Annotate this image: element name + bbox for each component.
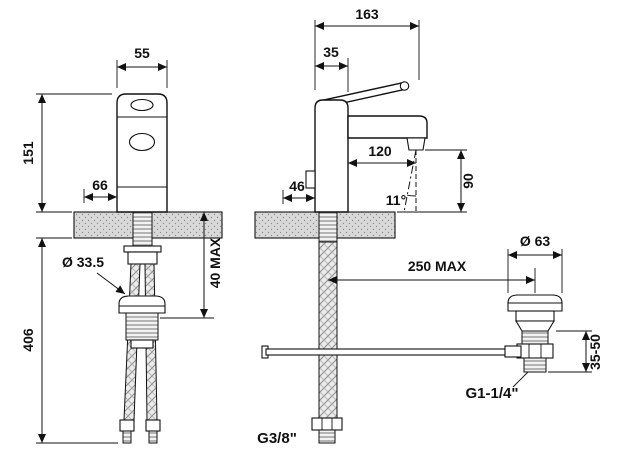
faucet-body-side [305,81,428,213]
waste-taper [515,320,555,332]
dimension-90: 90 [397,149,476,213]
dimension-120: 120 [348,143,416,167]
water-stream: 11° [386,149,417,213]
waste-cap-front [130,339,154,349]
waste-body-front [125,312,159,341]
dimension-40-max: 40 MAX [160,212,223,319]
lever-tip [399,81,410,91]
waste-flange-front [118,295,166,314]
dim-label-163: 163 [355,6,379,22]
thread-label-g3-8: G3/8" [257,430,297,447]
dimension-163: 163 [314,6,420,90]
dim-label-33-5: Ø 33.5 [62,254,104,270]
dim-label-40-max: 40 MAX [207,237,223,288]
dim-label-90: 90 [460,173,476,189]
dim-label-120: 120 [368,143,392,159]
aerator-side [406,137,426,151]
dim-label-151: 151 [20,141,36,165]
waste-tailpiece [523,357,547,373]
below-deck-side [311,211,343,444]
braided-hose-side [318,241,338,419]
dimension-55: 55 [116,45,168,88]
supply-connector-nut [311,417,343,431]
dimension-hole-diameter: Ø 33.5 [62,254,126,295]
body-tab [305,170,316,189]
dimension-406: 406 [20,237,118,444]
waste-upper-body [515,310,555,322]
threaded-shank-side [318,211,338,243]
pop-up-waste-front [118,295,166,349]
faucet-body-front [116,93,168,213]
dimension-63: Ø 63 [507,233,563,293]
waste-threaded-body [521,330,549,345]
aerator-front [128,132,156,152]
dimension-66: 66 [83,177,117,203]
stream-line [403,149,417,213]
dim-label-35: 35 [323,44,339,60]
dim-label-46: 46 [289,178,305,194]
rod-horizontal [265,348,520,356]
front-view: 55 151 66 Ø 33.5 40 MAX 406 [20,45,223,444]
dim-label-35-50: 35-50 [587,334,603,370]
dim-label-406: 406 [20,328,36,352]
mounting-nut [127,251,158,265]
rod-clevis [504,345,522,358]
thread-label-g1-1-4: G1-1/4" [466,385,519,402]
supply-connector-thread [318,429,336,444]
hose-fitting-left [119,419,135,432]
label-g1-1-4: G1-1/4" [466,371,529,402]
handle-top-front [130,98,154,112]
dim-label-63: Ø 63 [520,233,551,249]
pop-up-rod [261,345,520,359]
dimension-151: 151 [20,93,112,213]
dimension-250-max: 250 MAX [328,258,536,293]
dim-label-11deg: 11° [386,192,406,208]
dim-label-250-max: 250 MAX [408,258,467,274]
hose-fitting-right [145,419,161,432]
angle-arc [407,194,417,197]
dimension-46: 46 [282,178,315,204]
dimension-35: 35 [315,44,349,92]
spout [347,115,428,139]
label-g3-8: G3/8" [257,430,297,447]
pop-up-waste-side [504,294,563,373]
waste-nut [516,343,554,359]
dim-label-55: 55 [134,45,150,61]
side-view: 11° 163 35 120 90 46 [254,6,603,447]
mounting-washer [123,245,162,253]
dim-label-66: 66 [92,177,108,193]
dimension-35-50: 35-50 [548,330,603,373]
